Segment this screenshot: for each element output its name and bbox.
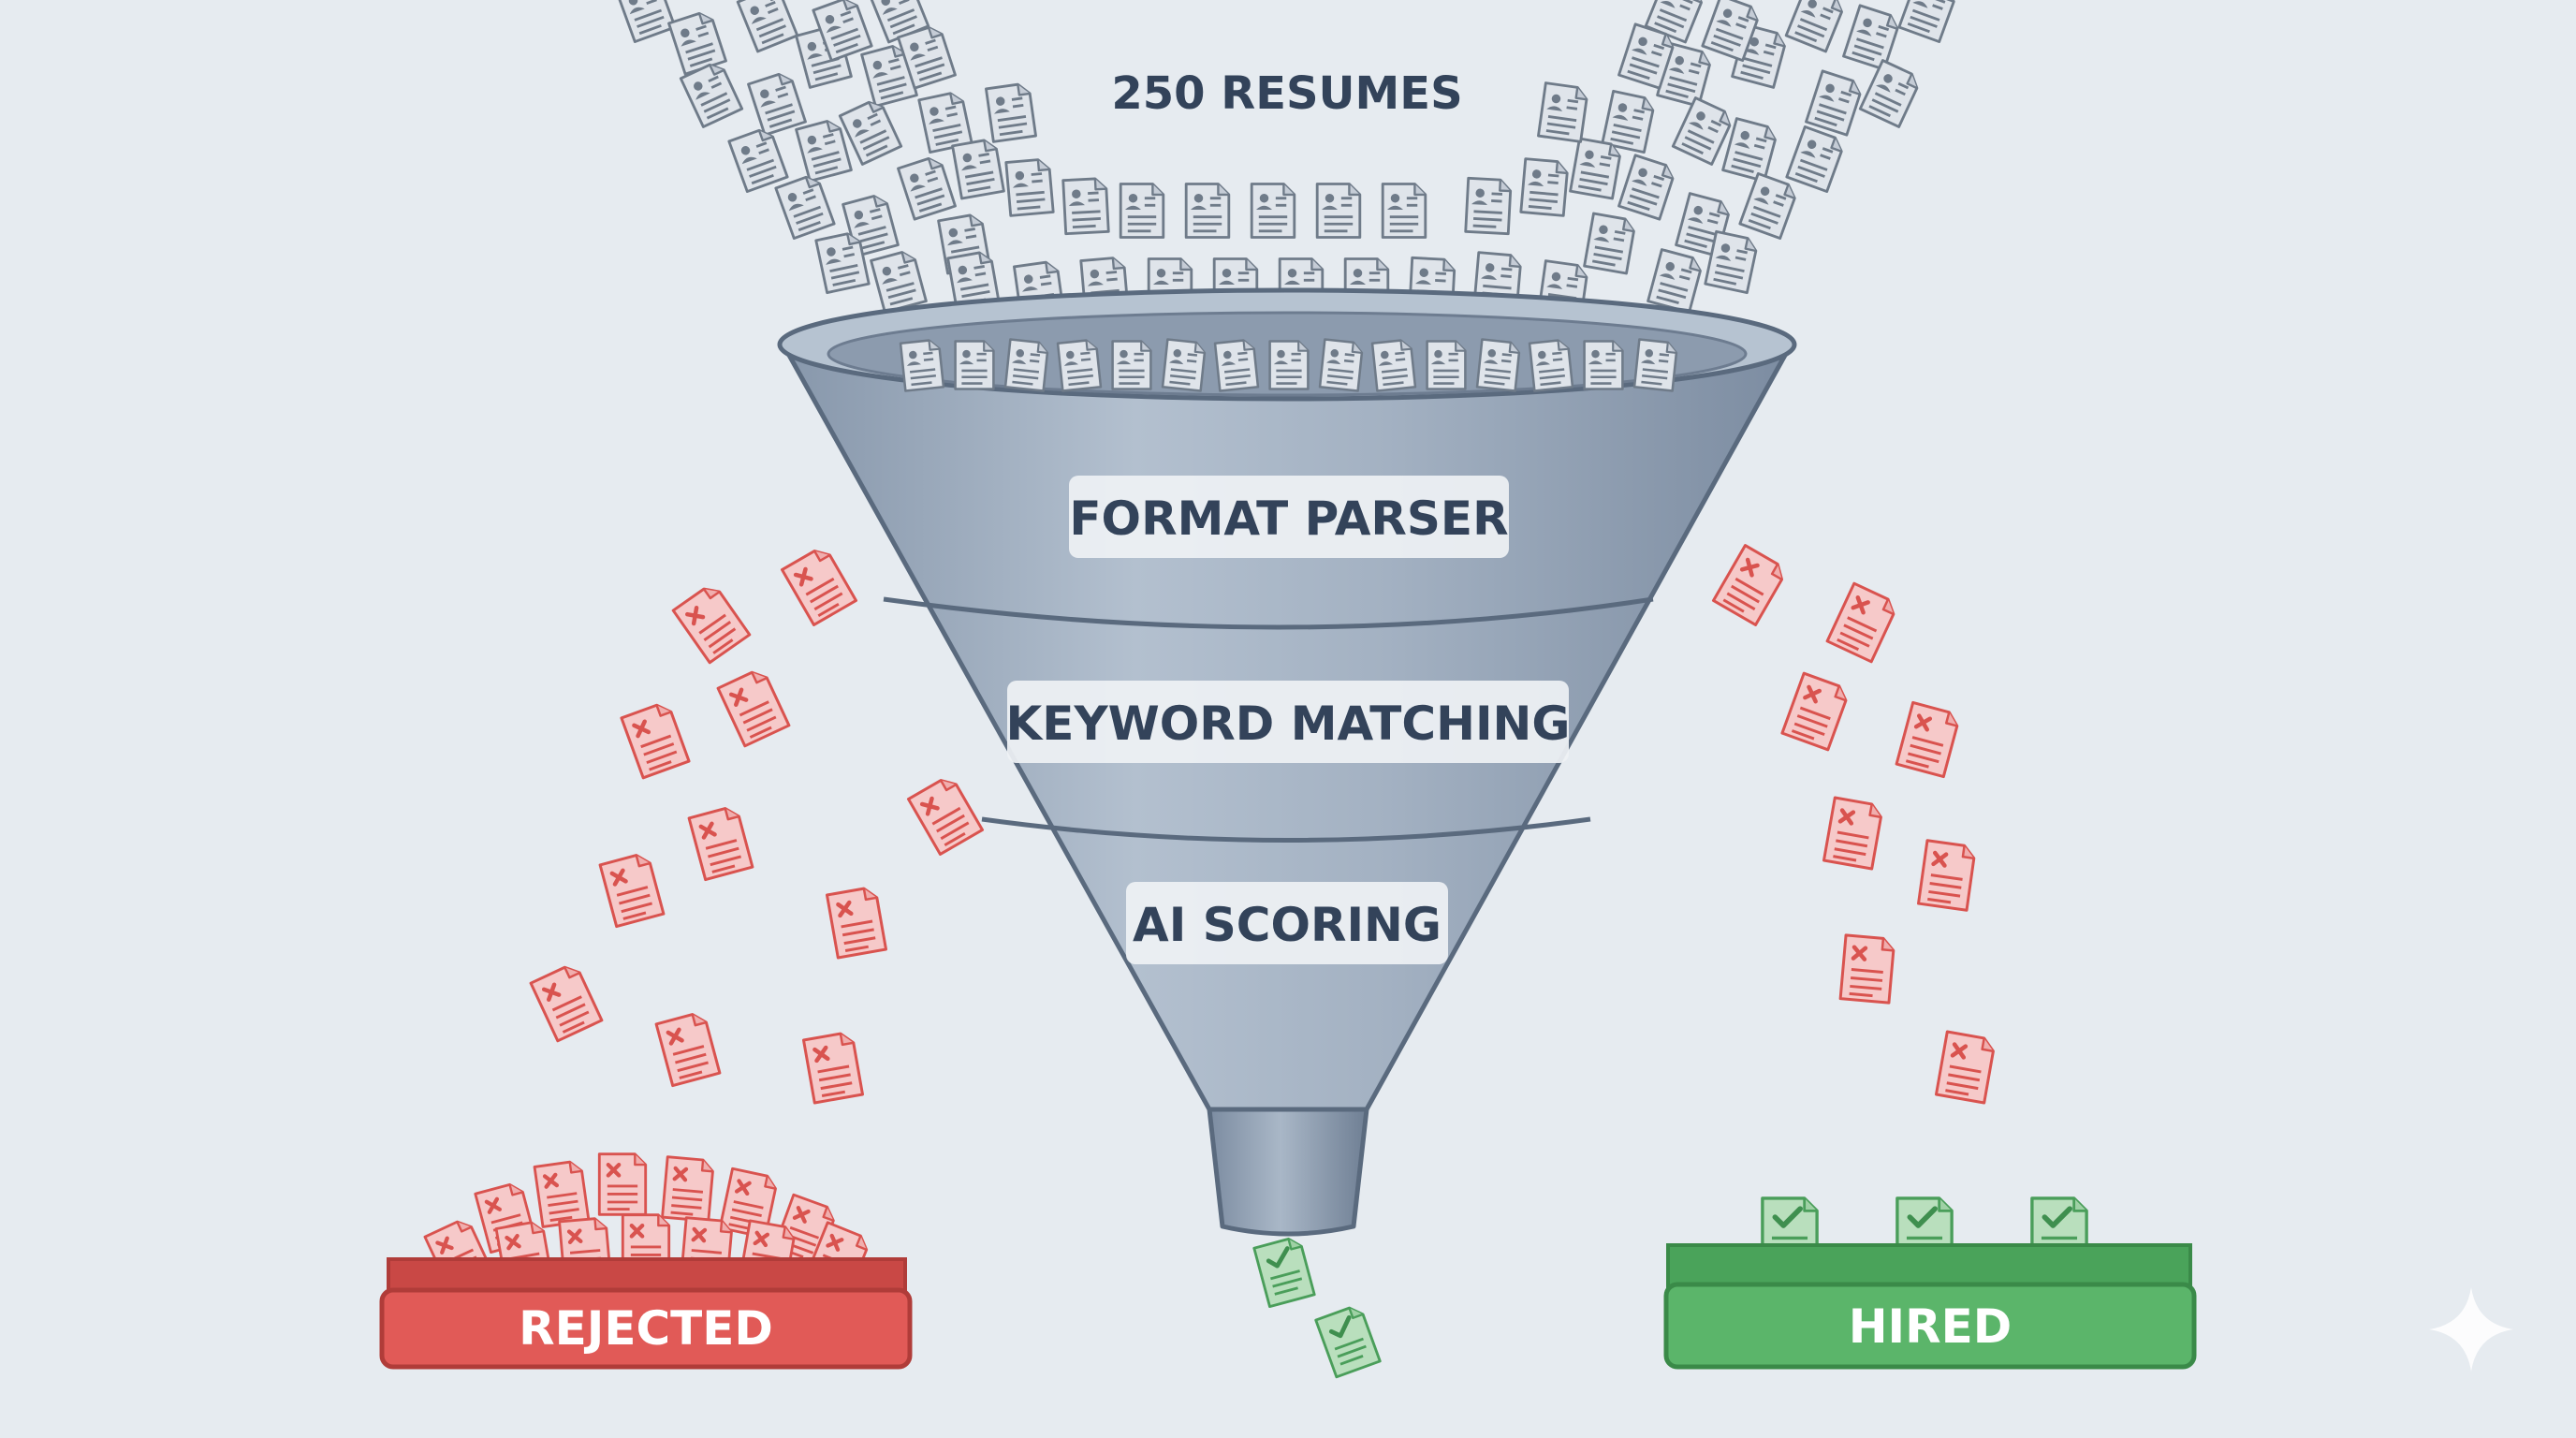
resume-doc-icon — [1647, 248, 1705, 314]
stage-label-text: KEYWORD MATCHING — [1006, 697, 1571, 751]
sparkle-icon — [2429, 1287, 2513, 1372]
resume-doc-icon — [1318, 338, 1365, 392]
resume-doc-icon — [1426, 340, 1467, 390]
resume-doc-icon — [1738, 171, 1800, 241]
resume-doc-icon — [667, 8, 727, 76]
hired-doc-icon — [1316, 1304, 1381, 1377]
rejected-doc-icon — [673, 582, 750, 663]
resume-doc-icon — [951, 137, 1005, 200]
resume-doc-icon — [1003, 338, 1050, 392]
resume-doc-icon — [1897, 0, 1959, 44]
resume-doc-icon — [1004, 157, 1055, 217]
resume-doc-icon — [897, 154, 957, 221]
resume-doc-icon — [727, 125, 789, 194]
rejected-doc-icon — [1936, 1032, 1995, 1103]
resume-doc-icon — [1381, 183, 1427, 239]
resume-count-label: 250 RESUMES — [1111, 67, 1462, 120]
rejected-doc-icon — [827, 887, 886, 958]
resume-doc-icon — [1250, 183, 1296, 239]
resume-doc-icon — [736, 0, 799, 53]
resume-doc-icon — [1721, 117, 1779, 183]
hired-bin-label: HIRED — [1849, 1299, 2012, 1354]
resume-doc-icon — [747, 69, 807, 137]
rejected-doc-icon — [600, 852, 664, 926]
rejected-doc-icon — [1782, 673, 1850, 750]
rejected-doc-icon — [803, 1032, 862, 1103]
rejected-doc-icon — [1840, 935, 1895, 1003]
resume-doc-icon — [1583, 340, 1624, 390]
resume-doc-icon — [1184, 183, 1231, 239]
resume-doc-icon — [870, 248, 928, 314]
resumes-in-funnel — [899, 338, 1679, 392]
resume-doc-icon — [1704, 229, 1760, 295]
resume-doc-icon — [1111, 340, 1152, 390]
rejected-doc-icon — [718, 668, 789, 746]
resume-doc-icon — [1632, 338, 1679, 392]
resume-doc-icon — [1805, 69, 1865, 137]
stage-label-keyword-matching: KEYWORD MATCHING — [1006, 681, 1571, 763]
resume-doc-icon — [1475, 338, 1522, 392]
resume-doc-icon — [1617, 154, 1677, 221]
resume-doc-icon — [1315, 183, 1362, 239]
resume-doc-icon — [1268, 340, 1310, 390]
stage-label-text: FORMAT PARSER — [1069, 492, 1508, 546]
rejected-doc-icon — [908, 775, 982, 855]
resume-doc-icon — [1784, 0, 1848, 53]
resume-doc-icon — [1056, 338, 1103, 392]
rejected-doc-icon — [1827, 583, 1898, 662]
rejected-doc-icon — [1896, 702, 1960, 776]
rejected-doc-icon — [656, 1011, 720, 1085]
resume-doc-icon — [1061, 176, 1110, 236]
rejected-doc-icon — [1823, 798, 1882, 869]
resume-doc-icon — [1569, 137, 1623, 200]
stage-label-format-parser: FORMAT PARSER — [1069, 476, 1509, 558]
rejected-doc-icon — [599, 1154, 645, 1215]
resume-doc-icon — [1528, 338, 1574, 392]
rejected-doc-icon — [534, 1161, 589, 1227]
resume-doc-icon — [1671, 96, 1736, 166]
resume-doc-icon — [838, 96, 903, 166]
resume-doc-icon — [1858, 59, 1924, 128]
resume-doc-icon — [1583, 212, 1637, 275]
resume-doc-icon — [1537, 81, 1589, 143]
resume-doc-icon — [954, 340, 995, 390]
rejected-doc-icon — [689, 805, 753, 879]
rejected-doc-icon — [782, 546, 856, 625]
rejected-bin: REJECTED — [379, 1257, 913, 1370]
resume-doc-icon — [1464, 176, 1513, 236]
resume-doc-icon — [1119, 183, 1165, 239]
resume-doc-icon — [1519, 157, 1570, 217]
hired-doc-icon — [1254, 1236, 1314, 1306]
rejected-doc-icon — [663, 1157, 714, 1222]
resume-doc-icon — [1842, 4, 1902, 71]
resume-doc-icon — [1213, 338, 1260, 392]
stage-label-ai-scoring: AI SCORING — [1126, 882, 1448, 964]
resume-doc-icon — [899, 338, 945, 392]
resume-doc-icon — [774, 171, 836, 241]
rejected-doc-icon — [531, 962, 602, 1041]
rejected-bin-label: REJECTED — [519, 1301, 773, 1356]
stage-label-text: AI SCORING — [1133, 898, 1442, 952]
rejected-doc-icon — [622, 701, 689, 778]
resume-doc-icon — [795, 117, 853, 183]
resume-doc-icon — [615, 0, 677, 44]
rejected-doc-icon — [1713, 546, 1787, 625]
resume-doc-icon — [1370, 338, 1417, 392]
resume-doc-icon — [1785, 125, 1847, 194]
incoming-resumes — [615, 0, 1959, 321]
rejected-doc-icon — [1919, 841, 1976, 911]
resume-doc-icon — [985, 81, 1037, 143]
hired-bin: HIRED — [1663, 1243, 2197, 1370]
resume-doc-icon — [1161, 338, 1208, 392]
